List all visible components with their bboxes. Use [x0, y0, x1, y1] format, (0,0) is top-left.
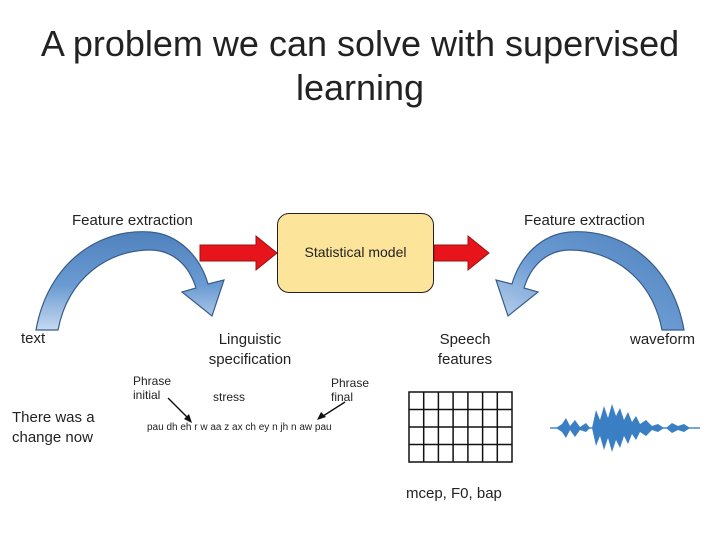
phone-sequence: pau dh eh r w aa z ax ch ey n jh n aw pa…	[147, 422, 332, 433]
phrase-initial-line-1: Phrase	[133, 374, 172, 388]
phrase-initial-label: Phrase initial	[133, 374, 171, 402]
stress-label: stress	[213, 390, 246, 404]
example-text-line-2: change now	[12, 429, 93, 446]
speech-params-label: mcep, F0, bap	[406, 485, 502, 502]
feature-extraction-left-label: Feature extraction	[72, 212, 193, 229]
speech-line-2: features	[437, 351, 493, 368]
linguistic-line-1: Linguistic	[218, 331, 282, 348]
speech-line-1: Speech	[439, 331, 491, 348]
phrase-initial-pointer-head	[184, 414, 192, 423]
waveform-graphic	[550, 404, 700, 452]
phrase-initial-pointer	[167, 397, 191, 421]
waveform-label: waveform	[630, 331, 696, 348]
speech-feature-grid	[408, 391, 513, 463]
statistical-model-box	[277, 213, 434, 293]
linguistic-line-2: specification	[208, 351, 292, 368]
slide-title: A problem we can solve with supervised l…	[20, 22, 700, 110]
example-text-line-1: There was a	[12, 409, 95, 426]
phrase-initial-line-2: initial	[133, 388, 161, 402]
right-curved-arrow	[495, 231, 685, 331]
phrase-final-line-2: final	[331, 390, 354, 404]
speech-features-label: Speech features	[415, 330, 515, 370]
left-curved-arrow	[35, 231, 225, 331]
text-label: text	[21, 330, 46, 347]
right-red-arrow	[433, 234, 490, 272]
linguistic-specification-label: Linguistic specification	[190, 330, 310, 370]
phrase-final-label: Phrase final	[331, 376, 369, 404]
feature-extraction-right-label: Feature extraction	[524, 212, 645, 229]
slide-title-text: A problem we can solve with supervised l…	[40, 23, 680, 108]
statistical-model-label: Statistical model	[304, 244, 407, 260]
phrase-final-pointer-head	[317, 412, 326, 420]
example-text: There was a change now	[12, 408, 95, 448]
left-red-arrow	[199, 234, 278, 272]
phrase-final-line-1: Phrase	[331, 376, 370, 390]
